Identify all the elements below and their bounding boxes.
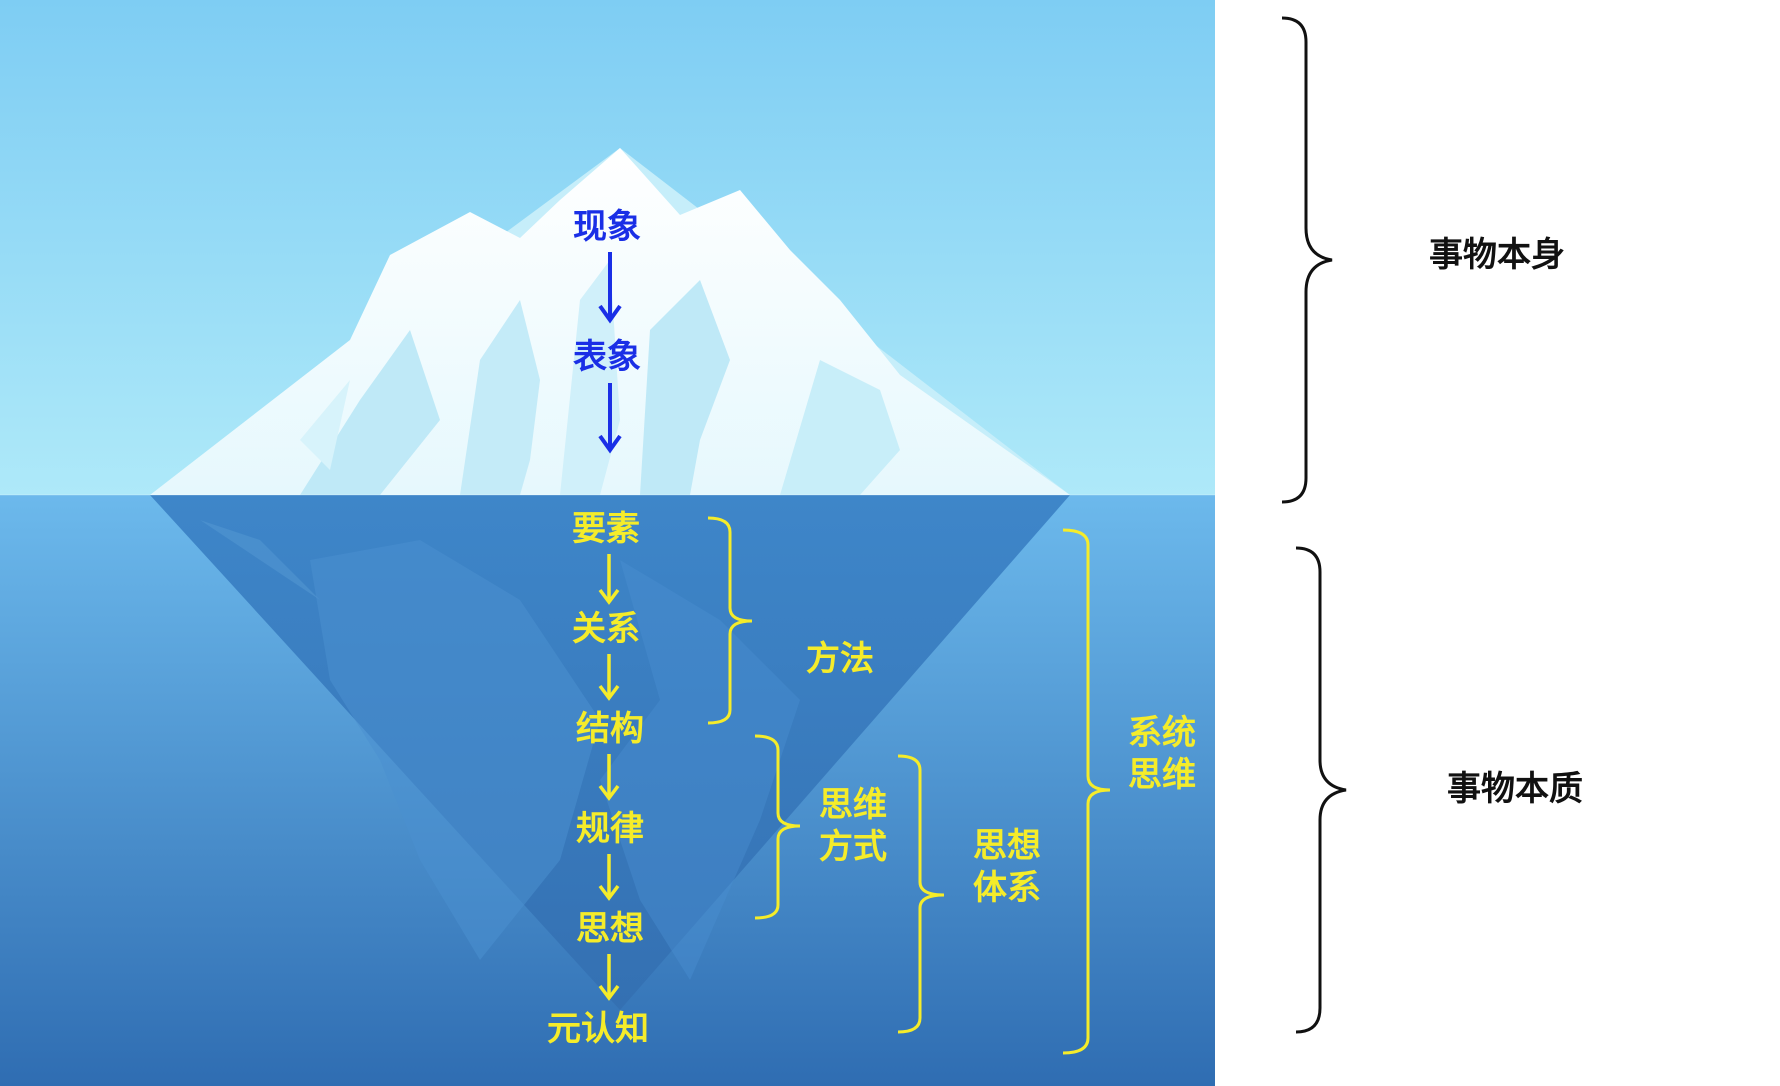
label-elements: 要素 [572, 509, 640, 549]
label-thing-itself: 事物本身 [1429, 235, 1565, 275]
arrow-head-y3 [598, 784, 620, 801]
label-thought-system-line2: 体系 [973, 868, 1041, 908]
label-thinking-mode-line1: 思维 [819, 785, 887, 825]
label-thought: 思想 [576, 909, 644, 949]
label-thing-essence: 事物本质 [1447, 769, 1583, 809]
arrow-head-2 [598, 434, 622, 454]
bracket-method [707, 516, 753, 725]
label-thinking-mode-line2: 方式 [819, 827, 887, 867]
arrow-head-y2 [598, 684, 620, 701]
brace-thing-itself [1281, 16, 1333, 504]
label-thought-system-line1: 思想 [973, 826, 1041, 866]
label-laws: 规律 [576, 809, 644, 849]
label-systems-thinking-line1: 系统 [1128, 713, 1196, 753]
bracket-thinking-mode [754, 734, 801, 920]
arrow-head-y4 [598, 884, 620, 901]
bracket-systems-thinking [1062, 528, 1111, 1055]
brace-thing-essence [1295, 546, 1347, 1034]
bracket-thought-system [897, 754, 945, 1034]
label-relations: 关系 [572, 609, 640, 649]
arrow-head-y5 [598, 984, 620, 1001]
label-metacognition: 元认知 [547, 1009, 649, 1049]
label-structure: 结构 [576, 709, 644, 749]
label-phenomenon: 现象 [573, 207, 641, 247]
label-systems-thinking-line2: 思维 [1128, 755, 1196, 795]
label-method: 方法 [806, 639, 874, 679]
underwater-iceberg [150, 495, 1070, 1010]
arrow-head-1 [598, 304, 622, 324]
arrow-head-y1 [598, 588, 620, 605]
label-appearance: 表象 [573, 337, 641, 377]
